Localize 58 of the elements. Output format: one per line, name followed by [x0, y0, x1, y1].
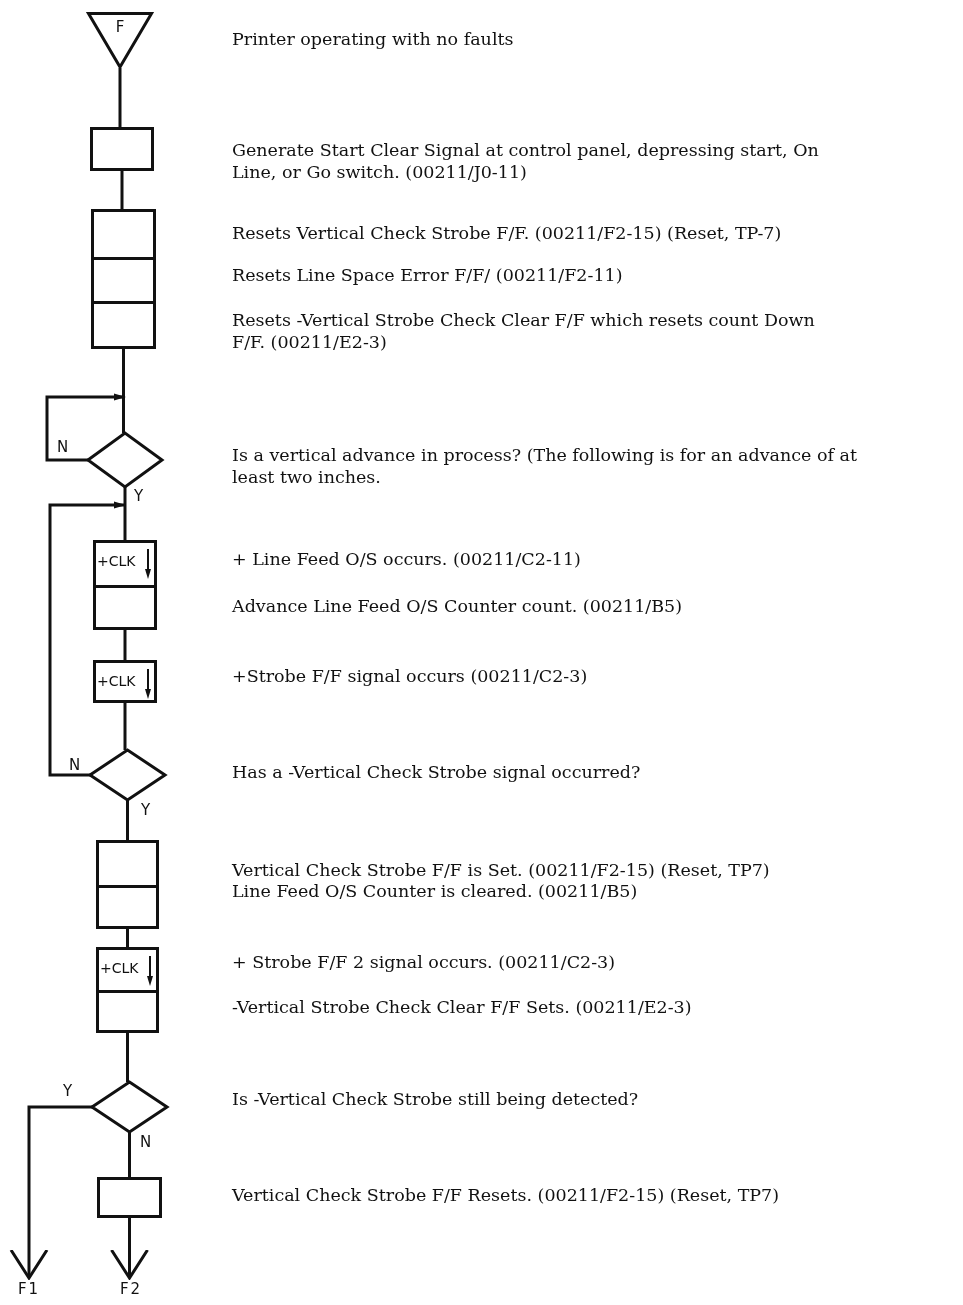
connector-line	[128, 1132, 131, 1177]
connector-line	[118, 68, 122, 127]
connector-line	[120, 171, 124, 209]
edge-label: Y	[133, 488, 145, 504]
clock-label: +CLK	[100, 959, 139, 977]
clock-process-box	[93, 660, 157, 703]
step-description: Is a vertical advance in process? (The following is for an advance of at least two inches.	[232, 444, 858, 488]
edge-label: N	[56, 439, 70, 455]
edge-label: Y	[140, 802, 152, 818]
off-page-label: F1	[16, 1280, 42, 1298]
connector-line	[122, 349, 125, 433]
decision-diamond	[88, 433, 162, 487]
connector-line	[123, 487, 127, 540]
step-description: Has a -Vertical Check Strobe signal occurred?	[232, 761, 642, 783]
flow-arrow	[9, 1105, 92, 1280]
decision-diamond	[92, 1082, 167, 1132]
step-description: + Strobe F/F 2 signal occurs. (00211/C2-3)	[232, 951, 617, 973]
step-description: Vertical Check Strobe F/F is Set. (00211/F2-15) (Reset, TP7)	[232, 859, 771, 881]
process-box	[93, 585, 157, 630]
connector-triangle	[87, 12, 153, 68]
clock-process-box	[93, 540, 157, 588]
process-box	[91, 209, 156, 260]
process-box	[97, 1177, 162, 1218]
process-box	[91, 257, 156, 304]
step-description: Resets Line Space Error F/F/ (00211/F2-11)	[232, 264, 624, 286]
off-page-label: F2	[118, 1280, 144, 1298]
process-box	[91, 301, 156, 349]
step-description: Resets Vertical Check Strobe F/F. (00211/F2-15) (Reset, TP-7)	[232, 222, 783, 244]
step-description: Resets -Vertical Strobe Check Clear F/F which resets count Down F/F. (00211/E2-3)	[232, 309, 816, 353]
step-description: Printer operating with no faults	[232, 28, 515, 50]
connector-line	[123, 630, 127, 660]
edge-label: N	[139, 1134, 153, 1150]
connector-line	[126, 1033, 129, 1082]
step-description: + Line Feed O/S occurs. (00211/C2-11)	[232, 548, 582, 570]
connector-line	[126, 800, 129, 840]
step-description: Generate Start Clear Signal at control panel, depressing start, On Line, or Go switch. (00211/J0-11)	[232, 139, 820, 183]
clock-label: +CLK	[97, 552, 136, 570]
step-description: Is -Vertical Check Strobe still being detected?	[232, 1088, 640, 1110]
clock-process-box	[96, 947, 159, 993]
flow-arrow	[110, 1218, 149, 1280]
process-box	[90, 127, 154, 171]
process-box	[96, 840, 159, 888]
edge-label: Y	[62, 1083, 74, 1099]
connector-letter: F	[114, 18, 126, 36]
step-description: Line Feed O/S Counter is cleared. (00211/B5)	[232, 880, 639, 902]
clock-label: +CLK	[97, 672, 136, 690]
process-box	[96, 885, 159, 929]
step-description: Vertical Check Strobe F/F Resets. (00211/F2-15) (Reset, TP7)	[232, 1184, 781, 1206]
process-box	[96, 990, 159, 1033]
connector-line	[123, 703, 127, 750]
flow-arrow	[45, 393, 126, 462]
step-description: -Vertical Strobe Check Clear F/F Sets. (00211/E2-3)	[232, 996, 693, 1018]
step-description: Advance Line Feed O/S Counter count. (00211/B5)	[232, 595, 684, 617]
decision-diamond	[90, 750, 165, 800]
flow-arrow	[48, 501, 126, 777]
connector-line	[126, 929, 129, 947]
edge-label: N	[68, 757, 82, 773]
step-description: +Strobe F/F signal occurs (00211/C2-3)	[232, 665, 589, 687]
